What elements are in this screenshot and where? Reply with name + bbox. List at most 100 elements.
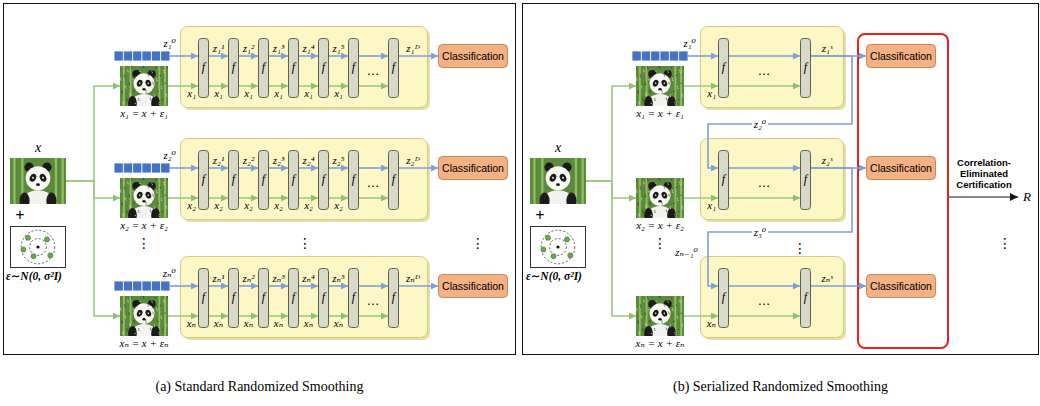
token-cell (669, 51, 678, 61)
noise-speck (126, 212, 127, 213)
node-label: f (292, 61, 295, 75)
noise-speck (135, 74, 136, 75)
label-holder: xₙ (0, 0, 9, 13)
noise-speck (640, 76, 641, 77)
noise-sample-dot (541, 247, 546, 252)
noise-speck (677, 88, 678, 89)
function-block: f (388, 38, 399, 98)
noise-speck (155, 179, 156, 180)
noise-speck (142, 95, 143, 96)
noise-speck (147, 104, 148, 105)
panda-nose (658, 200, 661, 202)
node-label: f (722, 173, 725, 187)
ellipsis-mark: ⋮ (793, 241, 807, 255)
label-holder: + (0, 0, 9, 16)
noise-speck (158, 214, 159, 215)
noisy-image-shape (636, 178, 684, 218)
function-block: f (258, 150, 269, 210)
token-bar-shape (114, 51, 170, 61)
panda-nose (36, 183, 40, 186)
bamboo-stalk (639, 66, 641, 106)
noise-speck (165, 94, 166, 95)
noise-speck (637, 202, 638, 203)
noise-speck (129, 323, 130, 324)
noise-speck (144, 80, 145, 81)
noise-speck (638, 332, 639, 333)
noise-speck (645, 84, 646, 85)
label-holder: x₂ (0, 0, 9, 13)
noise-speck (129, 84, 130, 85)
noise-speck (147, 186, 148, 187)
noise-speck (654, 328, 655, 329)
noise-speck (136, 188, 137, 189)
noise-speck (670, 96, 671, 97)
flow-arrow (269, 167, 288, 169)
token-cell (133, 51, 142, 61)
label-holder: Correlation-Eliminated Certification (0, 0, 66, 33)
noise-speck (135, 186, 136, 187)
noise-speck (126, 210, 127, 211)
noise-speck (122, 322, 123, 323)
bamboo-stalk (680, 178, 682, 218)
band-fill (181, 27, 428, 108)
token-bar: z₂⁰ (114, 163, 170, 173)
noise-speck (145, 91, 146, 92)
token-cell (123, 51, 132, 61)
noisy-image-shape (120, 178, 168, 218)
noise-speck (655, 183, 656, 184)
noise-speck (138, 328, 139, 329)
bamboo-stalk (164, 66, 166, 106)
noise-speck (147, 334, 148, 335)
noise-speck (672, 308, 673, 309)
noise-speck (161, 88, 162, 89)
function-block: f (348, 150, 359, 210)
band-fill (701, 139, 844, 220)
noise-speck (140, 194, 141, 195)
label-holder: ⋮ (0, 0, 14, 14)
noise-speck (643, 183, 644, 184)
node-label: f (262, 173, 265, 187)
node-label: f (262, 61, 265, 75)
noise-speck (679, 70, 680, 71)
noise-speck (660, 190, 661, 191)
signal-label: z₂⁴ (303, 154, 315, 167)
noise-speck (134, 204, 135, 205)
noise-speck (159, 104, 160, 105)
noise-speck (674, 332, 675, 333)
noise-speck (669, 83, 670, 84)
panda-eye-patch (548, 173, 557, 183)
noisy-image: xₙ = x + εₙ (636, 296, 684, 336)
noise-speck (127, 183, 128, 184)
flow-arrow (209, 285, 228, 287)
signal-label: x₂ (214, 199, 223, 212)
noise-speck (144, 192, 145, 193)
noise-speck (157, 321, 158, 322)
block-fill (229, 151, 239, 210)
noise-speck (640, 304, 641, 305)
node-label: Classification (442, 280, 504, 292)
flow-arrow (209, 315, 228, 317)
noisy-image-shape (120, 296, 168, 336)
noise-centre (36, 245, 39, 248)
noise-speck (647, 180, 648, 181)
flow-arrow (811, 285, 866, 287)
noise-speck (144, 308, 145, 309)
node-label: f (804, 61, 807, 75)
noise-speck (163, 71, 164, 72)
noise-speck (657, 83, 658, 84)
panda-head (649, 73, 670, 94)
flow-arrow (684, 315, 718, 317)
token-cell (123, 163, 132, 173)
noise-speck (164, 83, 165, 84)
node-label: f (292, 173, 295, 187)
noise-speck (130, 95, 131, 96)
noise-speck (660, 310, 661, 311)
noise-speck (659, 67, 660, 68)
label-holder: zₙ² (0, 0, 12, 13)
noise-speck (666, 329, 667, 330)
noise-speck (147, 216, 148, 217)
noise-speck (132, 79, 133, 80)
noise-speck (163, 183, 164, 184)
noise-speck (151, 70, 152, 71)
noisy-image-shape (636, 296, 684, 336)
